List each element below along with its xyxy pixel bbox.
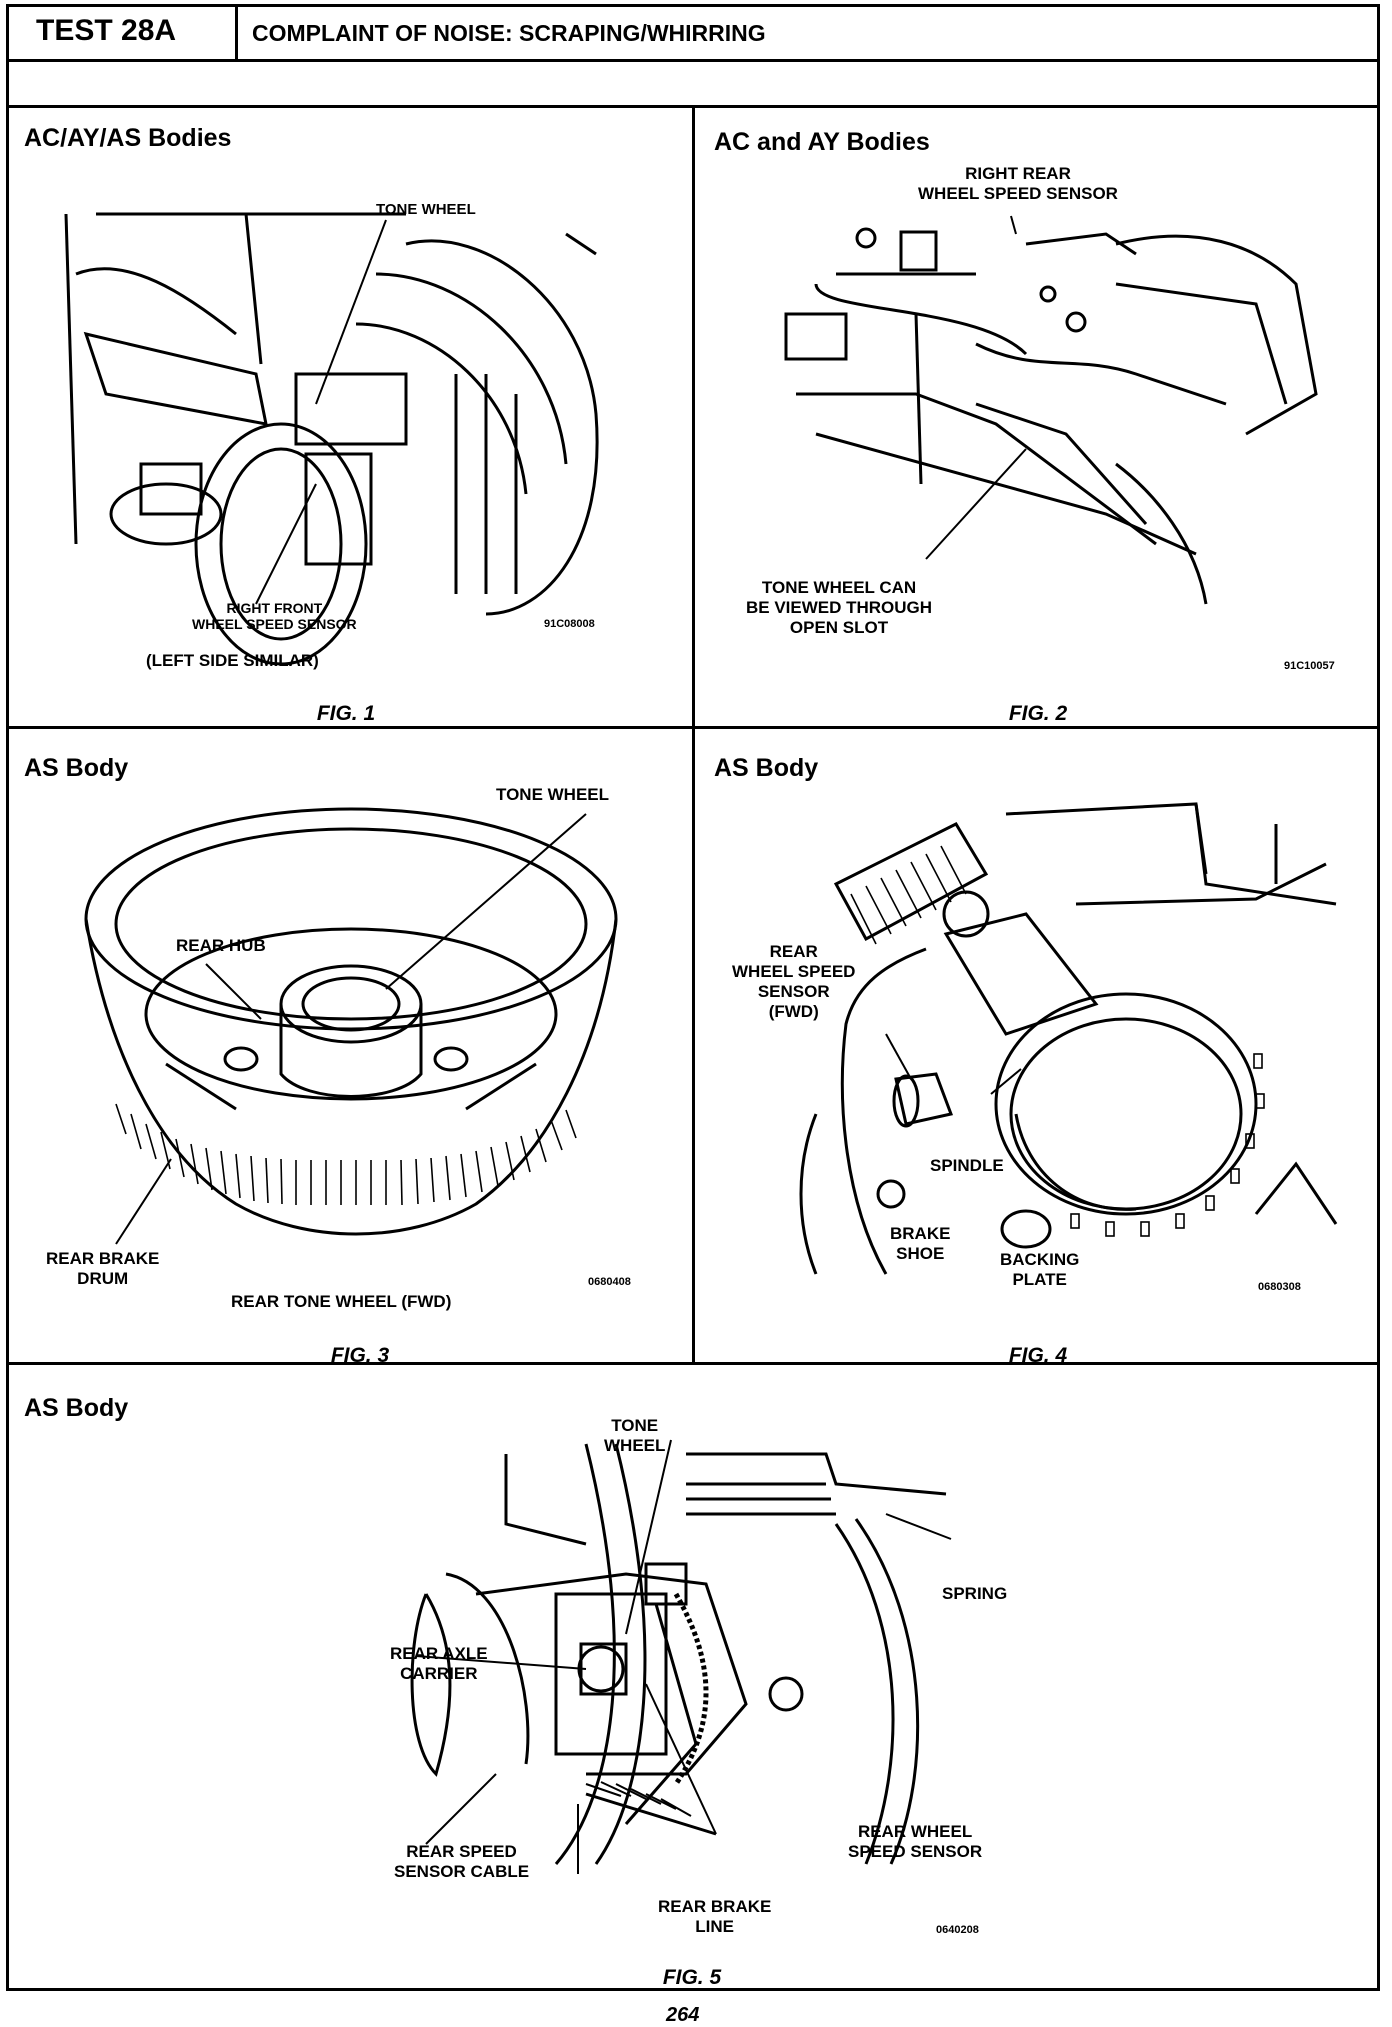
fig2-heading: AC and AY Bodies <box>714 128 930 156</box>
row-divider-2 <box>6 1362 1380 1365</box>
fig5-label-axle-carrier: REAR AXLE CARRIER <box>390 1644 488 1683</box>
fig3-label-tone-wheel: TONE WHEEL <box>496 785 610 804</box>
fig1-illustration <box>64 212 599 666</box>
fig5-code: 0640208 <box>936 1924 979 1936</box>
fig5-heading: AS Body <box>24 1394 129 1422</box>
row-divider-1 <box>6 726 1380 729</box>
fig3-caption: FIG. 3 <box>330 1344 390 1367</box>
fig4-code: 0680308 <box>1258 1281 1301 1293</box>
fig4-caption: FIG. 4 <box>1008 1344 1068 1367</box>
fig2-illustration <box>784 215 1318 605</box>
fig4-illustration <box>799 802 1338 1275</box>
fig5-caption: FIG. 5 <box>662 1966 722 1989</box>
fig4-label-sensor: REAR WHEEL SPEED SENSOR (FWD) <box>732 942 856 1021</box>
fig2-label-tone-wheel: TONE WHEEL CAN BE VIEWED THROUGH OPEN SL… <box>746 578 933 637</box>
page-title: COMPLAINT OF NOISE: SCRAPING/WHIRRING <box>252 20 766 46</box>
fig3-heading: AS Body <box>24 754 129 782</box>
page-number: 264 <box>666 2004 700 2026</box>
fig5-label-brake-line: REAR BRAKE LINE <box>658 1897 772 1936</box>
fig3-label-rear-hub: REAR HUB <box>176 936 266 955</box>
column-divider <box>692 105 695 1365</box>
fig4-label-brake-shoe: BRAKE SHOE <box>890 1224 951 1263</box>
fig4-label-backing-plate: BACKING PLATE <box>1000 1250 1080 1289</box>
service-manual-page: TEST 28A COMPLAINT OF NOISE: SCRAPING/WH… <box>6 4 1380 2026</box>
test-id: TEST 28A <box>36 14 177 47</box>
title-cell <box>235 4 1380 62</box>
fig1-label-left-side: (LEFT SIDE SIMILAR) <box>146 651 319 670</box>
fig3-illustration <box>84 807 618 1245</box>
fig1-heading: AC/AY/AS Bodies <box>24 124 232 152</box>
fig2-code: 91C10057 <box>1284 660 1335 672</box>
fig2-label-sensor: RIGHT REAR WHEEL SPEED SENSOR <box>918 164 1118 203</box>
fig5-label-spring: SPRING <box>942 1584 1008 1603</box>
fig5-label-tone-wheel: TONE WHEEL <box>604 1416 666 1455</box>
fig1-code: 91C08008 <box>544 618 595 630</box>
fig1-label-sensor: RIGHT FRONT WHEEL SPEED SENSOR <box>192 600 357 632</box>
fig4-heading: AS Body <box>714 754 819 782</box>
fig1-label-tone-wheel: TONE WHEEL <box>376 201 476 218</box>
fig5-label-wheel-speed-sensor: REAR WHEEL SPEED SENSOR <box>848 1822 983 1861</box>
fig5-illustration <box>410 1439 952 1874</box>
fig3-label-rear-tone-wheel: REAR TONE WHEEL (FWD) <box>231 1292 452 1311</box>
fig3-label-drum: REAR BRAKE DRUM <box>46 1249 160 1288</box>
fig4-label-spindle: SPINDLE <box>930 1156 1004 1175</box>
fig2-caption: FIG. 2 <box>1008 702 1068 725</box>
fig1-caption: FIG. 1 <box>316 702 376 725</box>
fig5-label-sensor-cable: REAR SPEED SENSOR CABLE <box>394 1842 530 1881</box>
fig3-code: 0680408 <box>588 1276 631 1288</box>
